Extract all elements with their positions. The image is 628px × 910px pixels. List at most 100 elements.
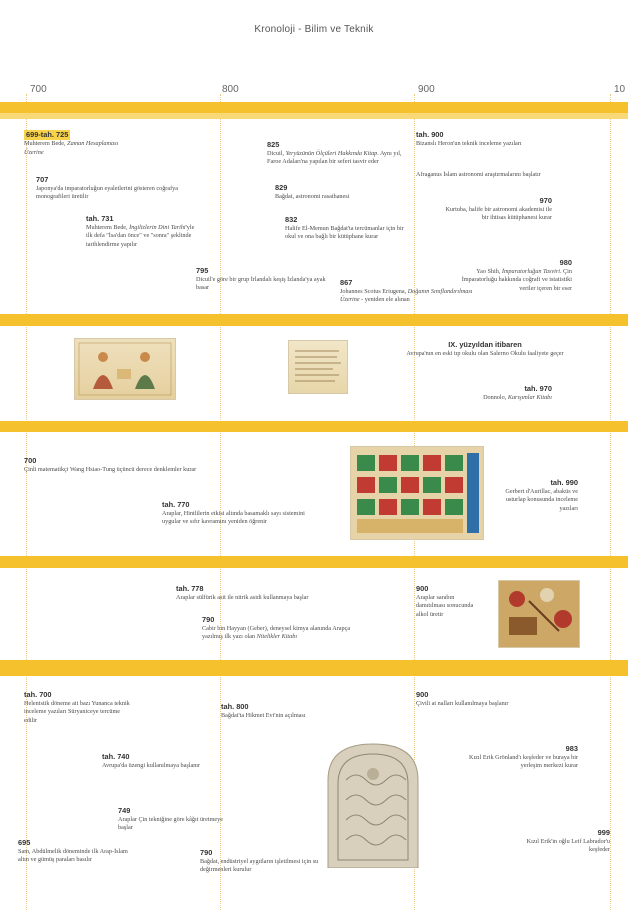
event-year: IX. yüzyıldan itibaren	[448, 340, 522, 349]
event-790-mills: 790 Bağdat, endüstriyel aygıtların işlet…	[200, 848, 320, 875]
page-title: Kronoloji - Bilim ve Teknik	[254, 24, 374, 35]
event-749: 749 Araplar Çin tekniğine göre kâğıt üre…	[118, 806, 238, 833]
manuscript-illustration	[74, 338, 176, 400]
manuscript-grid-illustration	[350, 446, 484, 540]
event-740: tah. 740 Avrupa'da üzengi kullanılmaya b…	[102, 752, 222, 770]
event-year: 970	[539, 196, 552, 205]
event-text-italic: İngilizlerin Dini Tarihi	[129, 224, 186, 231]
event-year: 825	[267, 140, 280, 149]
event-year: 749	[118, 806, 131, 815]
event-text-italic: Doğanın Sınıflandırılması Üzerine	[340, 288, 473, 304]
event-year: tah. 770	[162, 500, 190, 509]
event-text: Gerbert d'Aurillac, abaküs ve usturlap k…	[505, 488, 578, 512]
event-year: 790	[200, 848, 213, 857]
event-salerno: IX. yüzyıldan itibaren Avrupa'nın en esk…	[400, 340, 570, 358]
event-text: Araplar Çin tekniğine göre kâğıt üretmey…	[118, 816, 223, 832]
timeline-band	[0, 421, 628, 432]
gridline-800	[220, 94, 221, 910]
miniature-illustration	[498, 580, 580, 648]
manuscript-text-image	[295, 350, 341, 382]
event-text: Muhterem Bede,	[86, 224, 130, 231]
distillation-scene-image	[499, 581, 579, 647]
event-text-italic: İmparatorluğun Tasviri	[501, 268, 560, 275]
event-990: tah. 990 Gerbert d'Aurillac, abaküs ve u…	[486, 478, 578, 513]
event-731: tah. 731 Muhterem Bede, İngilizlerin Din…	[86, 214, 196, 249]
event-year: tah. 731	[86, 214, 114, 223]
event-year: 707	[36, 175, 49, 184]
numeral-grid-image	[351, 447, 483, 539]
stone-relief-image	[327, 743, 419, 868]
event-year: 790	[202, 615, 215, 624]
event-text: Kızıl Erik Grönland'ı keşfeder ve buraya…	[468, 754, 578, 770]
event-text: Bizanslı Heron'un teknik inceleme yazıla…	[416, 140, 522, 147]
scholars-figure-image	[78, 342, 172, 396]
scale-800: 800	[222, 84, 239, 95]
event-980: 980 Yao Shih, İmparatorluğun Tasviri. Çi…	[460, 258, 572, 293]
event-text: Johannes Scotus Eriugena,	[340, 288, 408, 295]
event-999: 999 Kızıl Erik'in oğlu Leif Labrador'u k…	[520, 828, 610, 855]
event-800: tah. 800 Bağdat'ta Hikmet Evi'nin açılma…	[221, 702, 371, 720]
event-text: Avrupa'nın en eski tıp okulu olan Salern…	[406, 350, 564, 357]
event-text: Bağdat, astronomi rasathanesi	[275, 193, 350, 200]
event-year: 695	[18, 838, 31, 847]
event-795: 795 Dicuil'e göre bir grup İrlandalı keş…	[196, 266, 326, 293]
event-text: Araplar sülfürik asit ile nitrik asidi k…	[176, 594, 309, 601]
event-year: tah. 740	[102, 752, 130, 761]
event-707: 707 Japonya'da imparatorluğun eyaletleri…	[36, 175, 186, 202]
event-text-rest: 'yle ilk defa "İsa'dan önce" ve "sonra" …	[86, 224, 195, 248]
event-text: Dicuil,	[267, 150, 286, 157]
timeline-band	[0, 102, 628, 113]
event-text: Halife El-Memun Bağdat'ta tercümanlar iç…	[285, 225, 404, 241]
timeline-band	[0, 314, 628, 326]
event-year: 999	[597, 828, 610, 837]
event-text-italic: Nitelikler Kitabı	[256, 633, 298, 641]
event-900-horseshoe: 900 Çivili at nalları kullanılmaya başla…	[416, 690, 526, 708]
gridline-1000	[610, 94, 611, 910]
event-text: Avrupa'da üzengi kullanılmaya başlanır	[102, 762, 201, 769]
event-text: Çivili at nalları kullanılmaya başlanır	[416, 700, 509, 707]
event-year: 900	[416, 584, 429, 593]
scale-1000: 10	[614, 84, 626, 95]
event-year: tah. 800	[221, 702, 249, 711]
event-text-rest: . Çin İmparatorluğu hakkında coğrafi ve …	[461, 268, 572, 292]
event-700-math: 700 Çinli matematikçi Wang Hsiao-Tung üç…	[24, 456, 224, 474]
event-983: 983 Kızıl Erik Grönland'ı keşfeder ve bu…	[464, 744, 578, 771]
event-text-rest: . Aynı yıl, Faroe Adaları'na yapılan bir…	[267, 150, 402, 166]
event-text: Yao Shih,	[476, 268, 502, 275]
event-text: Araplar sarabın damıtılması sonucunda al…	[416, 594, 474, 618]
event-text: Japonya'da imparatorluğun eyaletlerini g…	[36, 185, 178, 201]
event-770: tah. 770 Araplar, Hintlilerin etkisi alt…	[162, 500, 312, 527]
event-text-italic: Yeryüzünün Ölçüleri Hakkında Kitap	[285, 150, 378, 157]
event-700-greek: tah. 700 Helenistik döneme ait bazı Yuna…	[24, 690, 134, 725]
event-text: Donnolo,	[483, 394, 508, 401]
event-825: 825 Dicuil, Yeryüzünün Ölçüleri Hakkında…	[267, 140, 402, 167]
event-year: 900	[416, 690, 429, 699]
event-text: Bağdat, endüstriyel aygıtların işletilme…	[200, 858, 319, 874]
timeline-band	[0, 660, 628, 676]
manuscript-page	[288, 340, 348, 394]
event-text-italic: Zaman Hesaplaması Üzerine	[24, 140, 119, 156]
event-year: tah. 700	[24, 690, 52, 699]
gridline-700	[26, 94, 27, 910]
event-year: 980	[559, 258, 572, 267]
scale-700: 700	[30, 84, 47, 95]
event-900-alcohol: 900 Araplar sarabın damıtılması sonucund…	[416, 584, 478, 619]
event-695: 695 Sam, Abdülmelik döneminde ilk Arap-İ…	[18, 838, 128, 865]
event-text: Dicuil'e göre bir grup İrlandalı keşiş İ…	[196, 276, 326, 292]
event-text: Çinli matematikçi Wang Hsiao-Tung üçüncü…	[24, 466, 197, 473]
event-text: Araplar, Hintlilerin etkisi altında basa…	[162, 510, 305, 526]
event-year: tah. 778	[176, 584, 204, 593]
event-text: Kurtuba, halife bir astronomi akademisi …	[445, 206, 552, 222]
scale-900: 900	[418, 84, 435, 95]
event-778: tah. 778 Araplar sülfürik asit ile nitri…	[176, 584, 376, 602]
event-699: 699-tah. 725 Muhterem Bede, Zaman Hesapl…	[24, 130, 134, 157]
event-text: Bağdat'ta Hikmet Evi'nin açılması	[221, 712, 306, 719]
event-year: 700	[24, 456, 37, 465]
timeline-band	[0, 556, 628, 568]
event-afraganus: Afraganus İslam astronomi araştırmaların…	[416, 171, 566, 179]
event-832: 832 Halife El-Memun Bağdat'ta tercümanla…	[285, 215, 405, 242]
event-text: Muhterem Bede,	[24, 140, 68, 148]
event-year: tah. 990	[550, 478, 578, 487]
event-970: 970 Kurtuba, halife bir astronomi akadem…	[440, 196, 552, 223]
event-year: 699-tah. 725	[24, 130, 71, 140]
